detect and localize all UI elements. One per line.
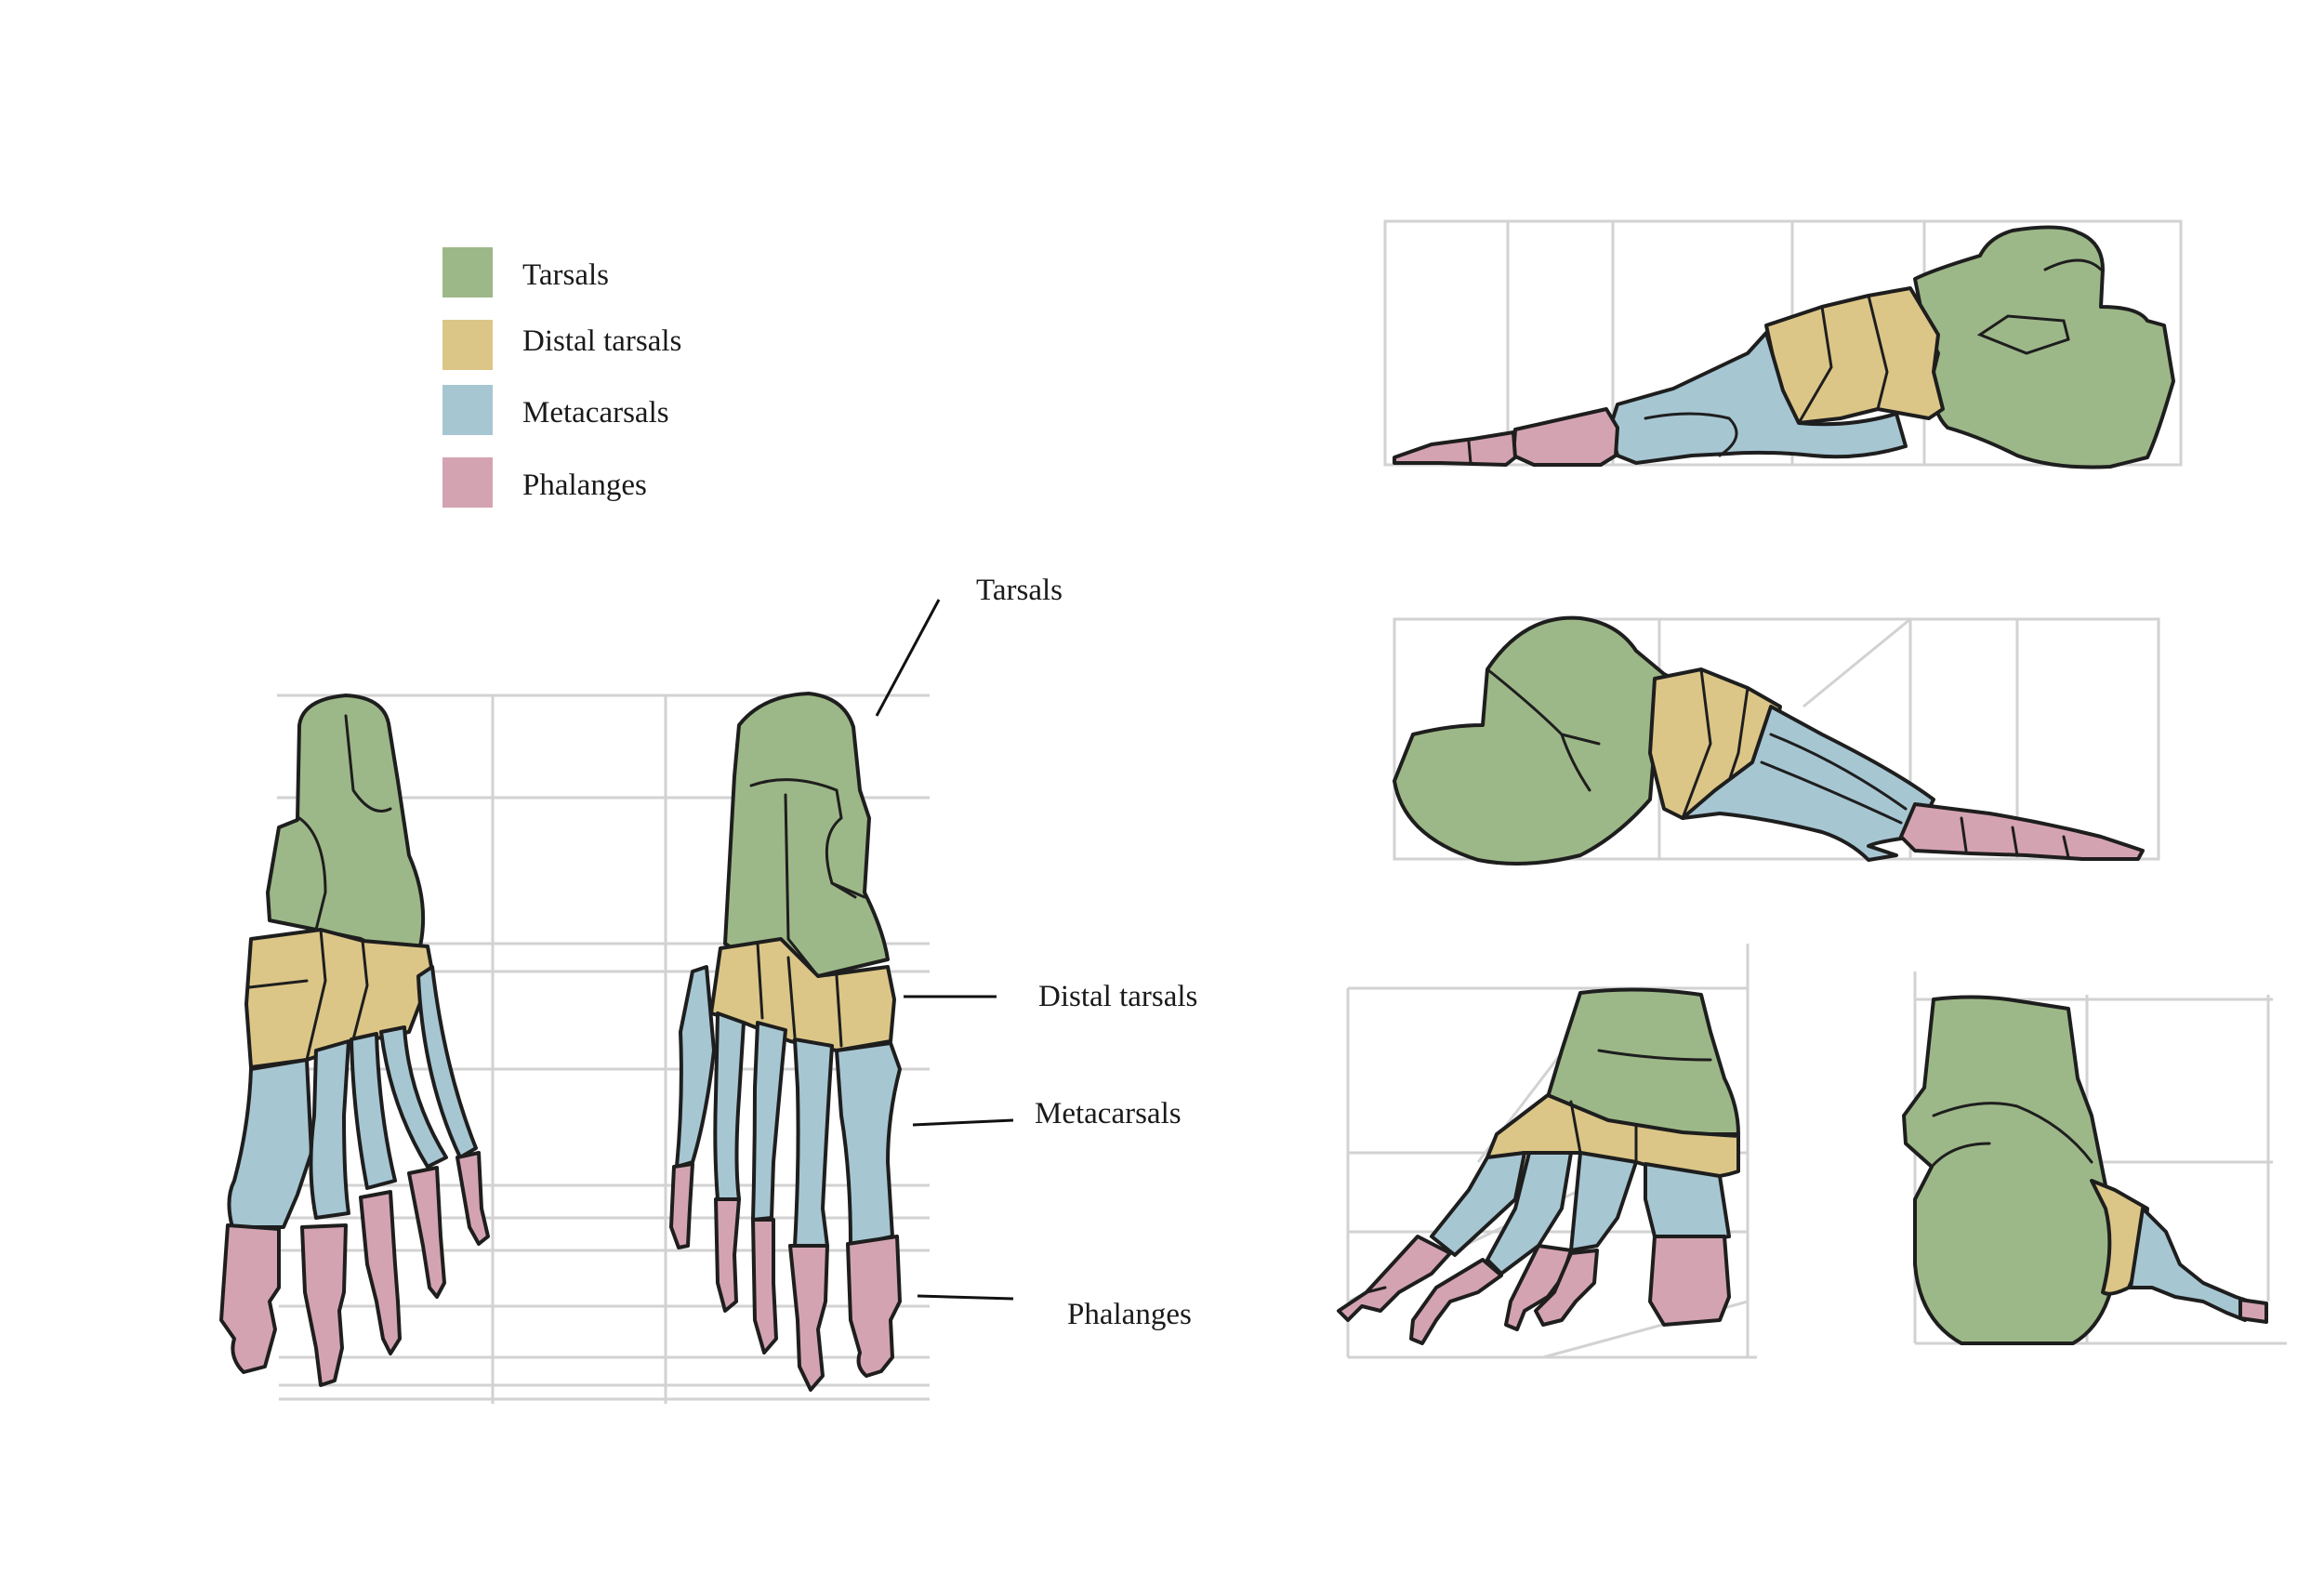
callout-line-tarsals [875, 599, 941, 717]
callout-label-metacarsals: Metacarsals [1035, 1097, 1182, 1130]
legend: Tarsals Distal tarsals Metacarsals Phala… [442, 247, 681, 508]
legend-label-phalanges: Phalanges [522, 469, 647, 502]
legend-swatch-phalanges [442, 457, 493, 508]
callout-label-phalanges: Phalanges [1067, 1298, 1192, 1331]
legend-item-phalanges: Phalanges [442, 457, 647, 508]
side-view-lateral-grid [1393, 617, 2160, 861]
legend-label-tarsals: Tarsals [522, 258, 609, 292]
front-right-metacarsals [675, 965, 902, 1248]
callouts: Tarsals Distal tarsals Metacarsals Phala… [875, 574, 1197, 1331]
three-quarter-view [1337, 944, 1757, 1359]
legend-swatch-distal-tarsals [442, 320, 493, 370]
legend-item-metacarsals: Metacarsals [442, 385, 669, 435]
front-left-phalanges [219, 1151, 490, 1387]
legend-item-distal-tarsals: Distal tarsals [442, 320, 681, 370]
side-view-medial [1383, 219, 2183, 469]
callout-line-metacarsals [912, 1118, 1014, 1127]
front-right-tarsals [723, 692, 890, 978]
front-view-left [219, 694, 490, 1387]
callout-line-phalanges [917, 1294, 1014, 1301]
side-view-lateral [1393, 615, 2160, 866]
callout-label-tarsals: Tarsals [976, 574, 1063, 607]
legend-swatch-tarsals [442, 247, 493, 297]
legend-swatch-metacarsals [442, 385, 493, 435]
front-left-tarsals [266, 694, 426, 952]
front-right-phalanges [669, 1162, 902, 1392]
front-view-right [669, 692, 902, 1392]
legend-label-metacarsals: Metacarsals [522, 396, 669, 430]
legend-item-tarsals: Tarsals [442, 247, 609, 297]
legend-label-distal-tarsals: Distal tarsals [522, 324, 681, 358]
callout-label-distal-tarsals: Distal tarsals [1038, 980, 1197, 1013]
rear-view [1902, 971, 2287, 1345]
front-left-metacarsals [227, 965, 478, 1229]
front-views-grid [277, 694, 930, 1404]
